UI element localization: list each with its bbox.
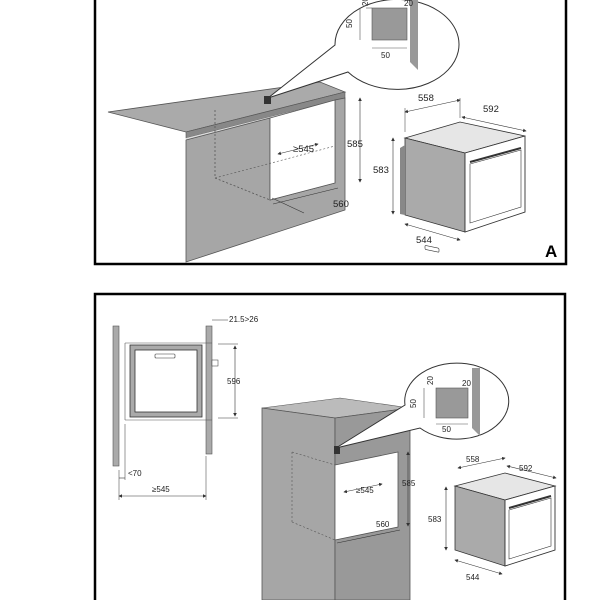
panel-a-cavity-width: 560 — [333, 199, 349, 210]
panel-a-oven-width: 592 — [483, 104, 499, 115]
panel-b-cabinet-side — [261, 407, 336, 600]
panel-b-vent — [334, 446, 340, 454]
panel-b-oven-width: 592 — [519, 464, 533, 473]
svg-text:20: 20 — [462, 379, 471, 388]
panel-a-detail-d50v: 50 — [345, 19, 354, 28]
panel-a-oven-depth: 558 — [418, 93, 434, 104]
panel-b-side-top: 21.5>26 — [229, 315, 259, 324]
panel-b-cavity — [334, 451, 399, 541]
panel-a-cavity-height: 585 — [347, 139, 363, 150]
panel-b-side-height: 596 — [227, 377, 241, 386]
panel-b-oven-bottom: 544 — [466, 573, 480, 582]
panel-a: 50 20 50 20 ≥545 585 560 558 592 583 544… — [93, 0, 568, 266]
panel-b-frame — [93, 292, 567, 600]
panel-b-side-depth: ≥545 — [152, 485, 170, 494]
panel-a-oven-handle — [424, 245, 440, 253]
panel-a-oven-bottom: 544 — [416, 235, 432, 246]
panel-b-oven-height: 583 — [428, 515, 442, 524]
panel-b-callout — [335, 362, 510, 449]
panel-b: 21.5>26 596 <70 ≥545 20 20 50 — [93, 292, 567, 600]
panel-b-oven-depth: 558 — [466, 455, 480, 464]
panel-b-side-gap: <70 — [128, 469, 142, 478]
panel-b-side-oven-door — [134, 349, 198, 413]
panel-a-vent — [264, 96, 271, 104]
panel-b-oven-side — [454, 485, 506, 567]
panel-a-frame — [93, 0, 568, 266]
panel-a-cavity-depth: ≥545 — [293, 144, 314, 155]
svg-text:50: 50 — [442, 425, 451, 434]
panel-a-label: A — [545, 242, 557, 261]
panel-a-oven-height: 583 — [373, 165, 389, 176]
svg-text:20: 20 — [361, 0, 370, 6]
panel-b-cavity-depth: ≥545 — [356, 486, 374, 495]
svg-text:20: 20 — [404, 0, 413, 8]
panel-b-cavity-width: 560 — [376, 520, 390, 529]
svg-text:20: 20 — [426, 376, 435, 385]
panel-a-detail-d50h: 50 — [381, 51, 390, 60]
svg-text:50: 50 — [409, 399, 418, 408]
panel-a-oven-side — [404, 137, 466, 233]
panel-b-side-view: 21.5>26 596 <70 ≥545 — [112, 315, 259, 500]
panel-b-cavity-height: 585 — [402, 479, 416, 488]
panel-a-callout — [267, 0, 460, 99]
